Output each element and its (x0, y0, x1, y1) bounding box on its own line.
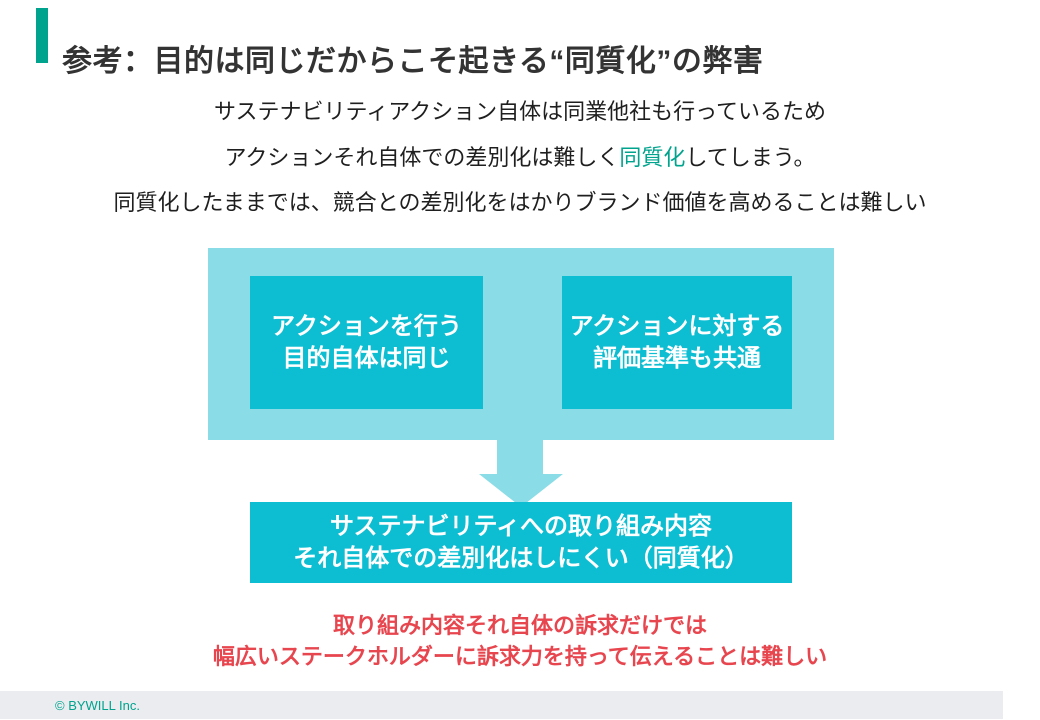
intro-line-2: アクションそれ自体での差別化は難しく同質化してしまう。 (0, 140, 1040, 172)
conclusion-line-2: 幅広いステークホルダーに訴求力を持って伝えることは難しい (212, 644, 828, 670)
intro-line-2-prefix: アクションそれ自体での差別化は難しく (224, 145, 620, 170)
conclusion-line-1: 取り組み内容それ自体の訴求だけでは (332, 613, 707, 638)
result-box-line-2: それ自体での差別化はしにくい（同質化） (293, 544, 749, 572)
intro-line-1: サステナビリティアクション自体は同業他社も行っているため (213, 99, 827, 124)
footer-copyright: © BYWILL Inc. (55, 697, 140, 713)
intro-line-3: 同質化したままでは、競合との差別化をはかりブランド価値を高めることは難しい (113, 190, 927, 215)
down-arrow-icon (479, 474, 563, 507)
cause-box-right: アクションに対する 評価基準も共通 (562, 276, 792, 409)
cause-box-left-line-1: アクションを行う (271, 313, 462, 341)
intro-line-2-highlight: 同質化 (619, 145, 686, 170)
cause-box-left-line-2: 目的自体は同じ (282, 344, 451, 372)
footer-bar: © BYWILL Inc. (0, 691, 1003, 719)
conclusion-text: 取り組み内容それ自体の訴求だけでは 幅広いステークホルダーに訴求力を持って伝える… (0, 610, 1040, 672)
cause-box-right-line-2: 評価基準も共通 (593, 344, 761, 372)
intro-line-2-suffix: してしまう。 (685, 145, 816, 170)
title-accent-bar (36, 8, 48, 63)
page-title: 参考：目的は同じだからこそ起きる“同質化”の弊害 (62, 45, 764, 79)
result-box-line-1: サステナビリティへの取り組み内容 (329, 513, 713, 541)
result-box: サステナビリティへの取り組み内容 それ自体での差別化はしにくい（同質化） (250, 502, 792, 583)
cause-box-right-line-1: アクションに対する (569, 313, 785, 341)
down-arrow-stem (497, 438, 543, 475)
cause-box-left: アクションを行う 目的自体は同じ (250, 276, 483, 409)
